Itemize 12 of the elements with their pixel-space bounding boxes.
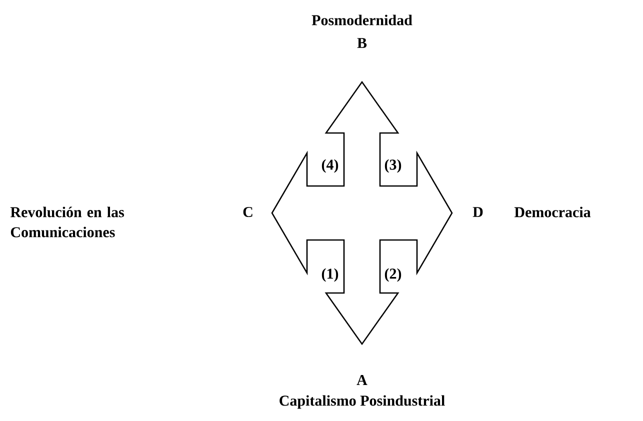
concept-label: Democracia <box>514 206 591 218</box>
number-label: (1) <box>322 268 338 282</box>
concept-label: Capitalismo Posindustrial <box>280 395 445 409</box>
letter-label: B <box>357 38 367 48</box>
number-label: (3) <box>384 159 402 173</box>
concept-label: Posmodernidad <box>312 14 412 26</box>
letter-label: C <box>243 206 252 218</box>
letter-label: A <box>356 375 368 385</box>
concept-label: Revolución en las Comunicaciones <box>10 206 124 238</box>
number-label: (4) <box>322 159 338 173</box>
letter-label: D <box>472 207 483 217</box>
number-label: (2) <box>384 268 402 282</box>
